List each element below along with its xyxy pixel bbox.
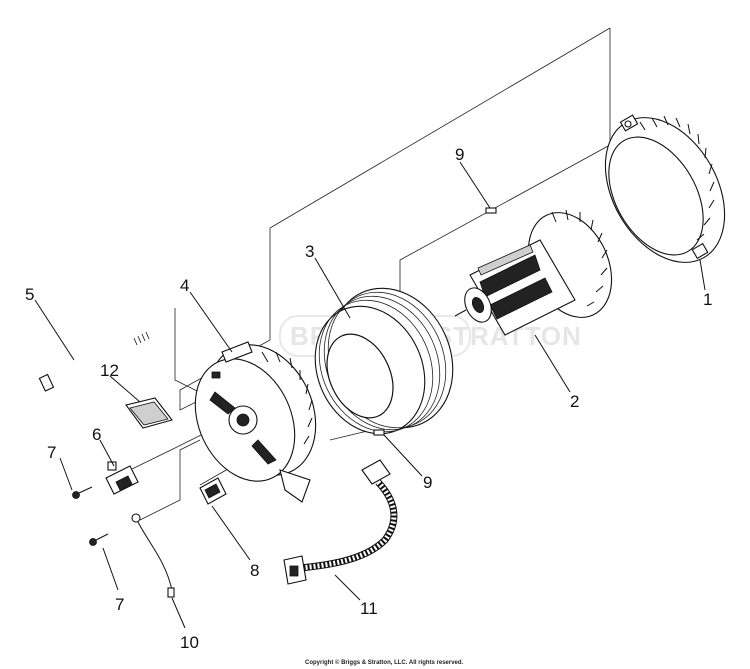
part-8-connector <box>199 477 227 505</box>
leader-lines <box>34 161 706 629</box>
part-7-screw-upper <box>72 486 93 499</box>
callout-12: 12 <box>100 361 119 380</box>
part-12-pad <box>125 397 173 429</box>
callout-5: 5 <box>25 285 34 304</box>
part-7-screw-lower <box>89 533 109 546</box>
callout-7-upper: 7 <box>47 443 56 462</box>
part-5-through-bolt <box>38 331 150 392</box>
part-9-key-lower <box>373 429 385 436</box>
callout-2: 2 <box>570 392 579 411</box>
callout-4: 4 <box>180 276 189 295</box>
callout-7-lower: 7 <box>115 595 124 614</box>
callout-labels: 1 2 3 4 5 6 7 7 8 9 9 10 11 12 <box>25 145 712 652</box>
part-2-rotor <box>454 209 613 336</box>
copyright-notice: Copyright © Briggs & Stratton, LLC. All … <box>305 659 464 666</box>
callout-6: 6 <box>92 425 101 444</box>
callout-8: 8 <box>250 561 259 580</box>
callout-9-lower: 9 <box>423 473 432 492</box>
callout-3: 3 <box>305 242 314 261</box>
part-3-stator <box>314 287 454 435</box>
part-11-wire-harness <box>283 459 398 585</box>
part-1-end-cover <box>604 114 726 263</box>
callout-9-upper: 9 <box>455 145 464 164</box>
part-9-key-upper <box>485 207 497 214</box>
callout-1: 1 <box>703 290 712 309</box>
callout-11: 11 <box>360 599 378 618</box>
part-10-ground-wire <box>131 513 175 598</box>
part-4-front-housing <box>194 341 317 503</box>
part-6-brush-holder <box>105 461 139 495</box>
callout-10: 10 <box>180 633 199 652</box>
